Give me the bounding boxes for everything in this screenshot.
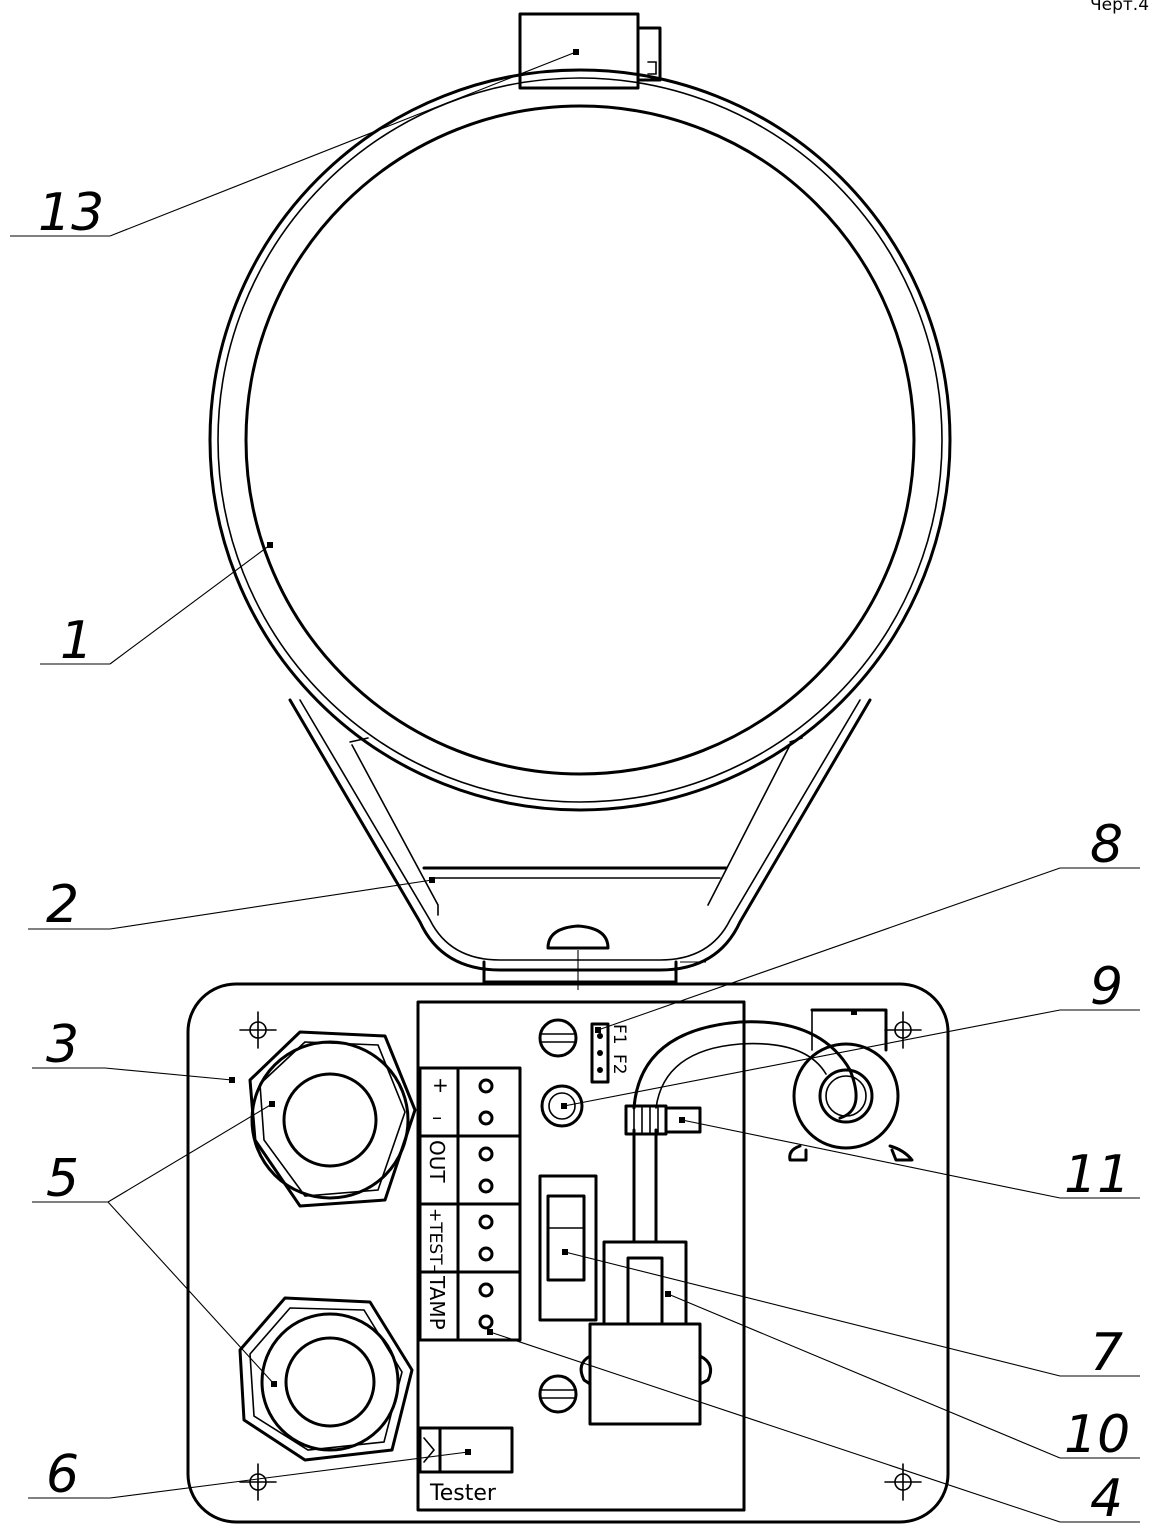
callout-2: 2 [46, 875, 79, 935]
jumper-f2-label: F2 [609, 1054, 629, 1075]
terminal-out-label: OUT [425, 1140, 449, 1183]
board-screw-bottom [538, 1374, 578, 1414]
callout-4: 4 [1090, 1469, 1123, 1526]
leader-lines [10, 51, 1140, 1523]
callout-6: 6 [46, 1445, 79, 1505]
terminal-test-label: +TEST– [425, 1208, 445, 1273]
terminal-plus-label: + [432, 1073, 449, 1097]
cable-tie [624, 1104, 702, 1136]
callout-7: 7 [1090, 1323, 1123, 1383]
circuit-board [416, 1000, 746, 1512]
ferrite-ring [788, 1008, 914, 1162]
callout-3: 3 [46, 1015, 79, 1075]
tester-connector [418, 1426, 514, 1474]
jumper-f1-f2 [590, 1022, 610, 1084]
tamper-switch [538, 1174, 598, 1322]
cable-gland-bottom [238, 1296, 414, 1462]
callout-13: 13 [38, 183, 104, 243]
page-label: Черт.4 [1090, 0, 1149, 15]
mounting-bracket [288, 698, 872, 990]
terminal-tamp-label: TAMP [425, 1275, 449, 1330]
terminal-block [418, 1066, 522, 1342]
callout-11: 11 [1064, 1145, 1130, 1205]
callout-10: 10 [1064, 1405, 1130, 1465]
cable-gland-top [248, 1030, 417, 1208]
callout-1: 1 [60, 611, 93, 671]
callout-5: 5 [46, 1149, 79, 1209]
jumper-f1-label: F1 [609, 1024, 629, 1045]
cable-connector [579, 1020, 858, 1426]
base-plate [186, 982, 950, 1524]
callout-8: 8 [1090, 815, 1123, 875]
led-indicator [540, 1084, 584, 1128]
top-connector [518, 12, 662, 90]
terminal-minus-label: – [432, 1105, 442, 1129]
board-screw-top [538, 1018, 578, 1058]
tester-label: Tester [429, 1481, 497, 1506]
leader-dots [229, 49, 857, 1455]
callout-9: 9 [1090, 957, 1123, 1017]
round-housing [208, 68, 952, 812]
